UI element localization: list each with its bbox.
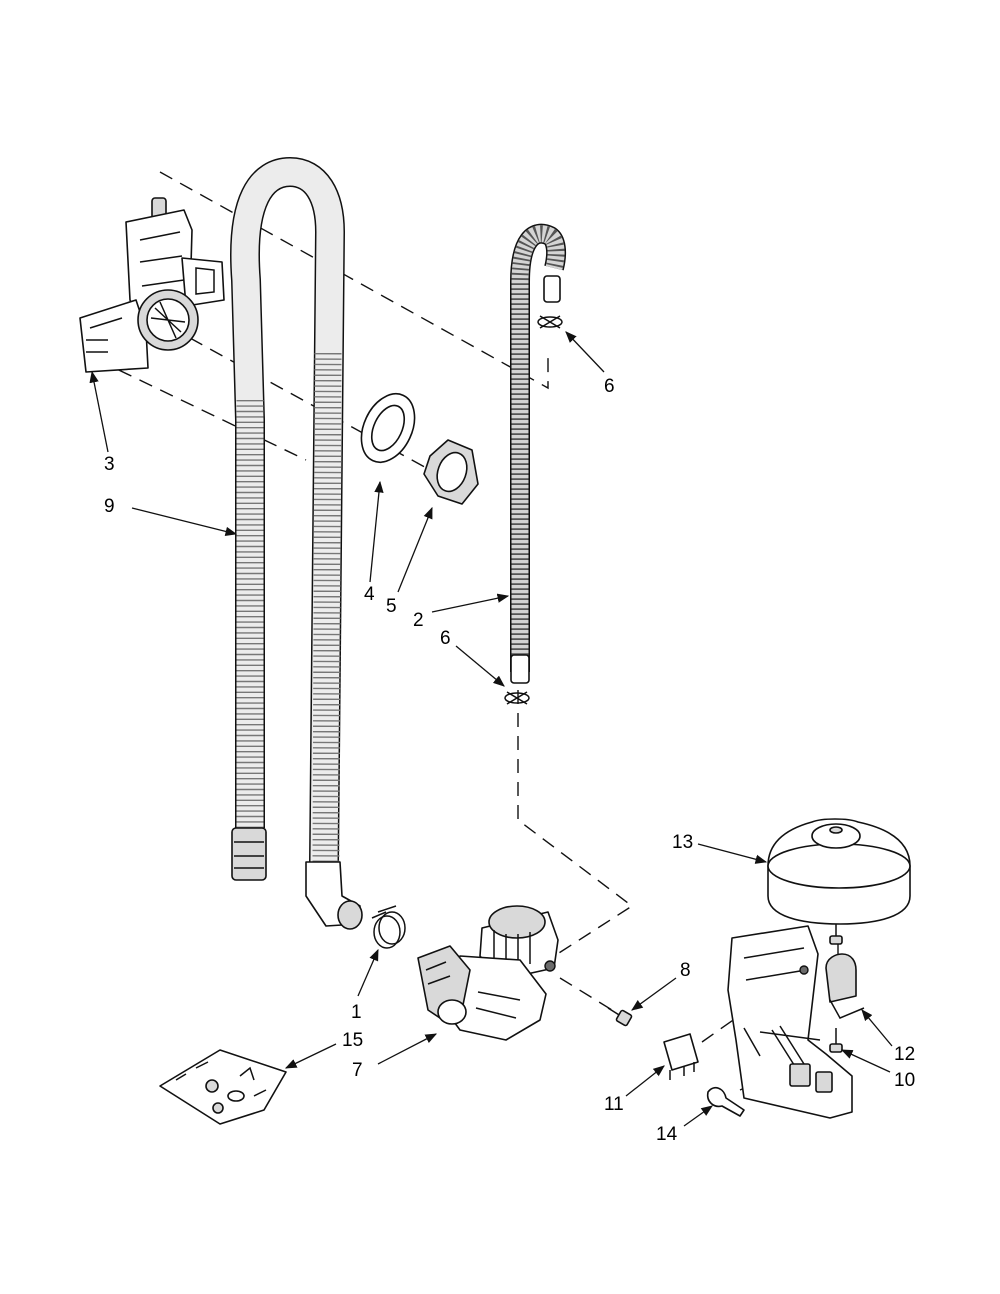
leader-lines: [89, 331, 893, 1127]
callout-9: 9: [104, 496, 115, 517]
callout-10: 10: [894, 1070, 915, 1091]
vent-housing-part-3: [79, 197, 225, 373]
callout-7: 7: [352, 1060, 363, 1081]
callout-labels: 3 9 4 5 2 6 6 1 15 7 8 13 12 10 11 14: [104, 376, 915, 1145]
nut-part-5: [423, 439, 479, 505]
callout-2: 2: [413, 610, 424, 631]
callout-3: 3: [104, 454, 115, 475]
screw-part-8: [607, 1007, 633, 1027]
float-part-13: [767, 818, 911, 945]
small-clamp-part-6-top: [537, 315, 563, 329]
water-valve-part-7: [417, 905, 559, 1041]
drain-hose-part-9: [230, 156, 363, 930]
callout-1: 1: [351, 1002, 362, 1023]
gasket-part-4: [360, 393, 416, 463]
callout-6-top: 6: [604, 376, 615, 397]
hose-clamp-part-1: [371, 905, 406, 949]
callout-13: 13: [672, 832, 693, 853]
fill-hose-part-2: [510, 223, 567, 684]
small-clamp-part-6-bottom: [504, 691, 530, 705]
callout-14: 14: [656, 1124, 678, 1145]
callout-15: 15: [342, 1030, 363, 1051]
hardware-bag-part-15: [159, 1049, 287, 1125]
callout-11: 11: [604, 1094, 624, 1115]
alignment-lines: [97, 171, 839, 1091]
switch-part-11: [663, 1033, 699, 1080]
screw-part-10: [829, 1028, 843, 1053]
callout-12: 12: [894, 1044, 915, 1065]
float-bracket-part-12: [727, 925, 865, 1119]
callout-4: 4: [364, 584, 375, 605]
callout-6-bottom: 6: [440, 628, 451, 649]
lever-part-14: [706, 1086, 745, 1117]
callout-8: 8: [680, 960, 691, 981]
callout-5: 5: [386, 596, 397, 617]
